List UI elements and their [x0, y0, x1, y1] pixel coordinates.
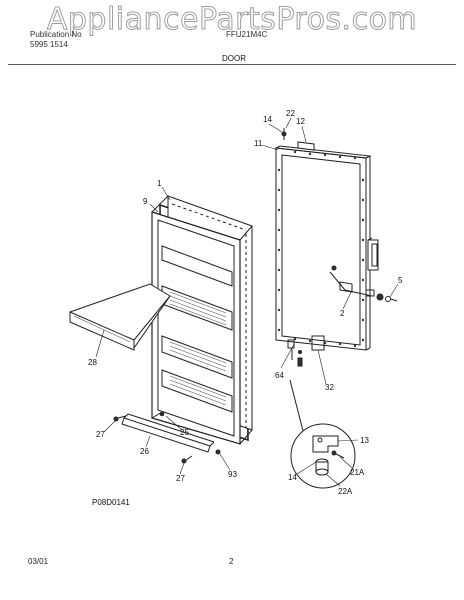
- callout-14-detail: 14: [288, 473, 297, 482]
- callout-64: 64: [275, 371, 284, 380]
- publication-label: Publication No: [30, 30, 82, 39]
- bottom-trim: [121, 413, 215, 453]
- callout-14-top: 14: [263, 115, 272, 124]
- hinge-detail-circle: [289, 379, 356, 489]
- callout-9: 9: [143, 197, 148, 206]
- leader-lines: [95, 117, 399, 487]
- footer-page-number: 2: [229, 557, 234, 566]
- publication-number: 5995 1514: [30, 40, 68, 49]
- callout-22a: 22A: [338, 487, 353, 496]
- figure-id: P08D0141: [92, 498, 130, 507]
- top-screw: [281, 128, 287, 140]
- callout-12: 12: [296, 117, 305, 126]
- callout-27-bottom: 27: [176, 474, 185, 483]
- model-number: FFU21M4C: [226, 30, 268, 39]
- callout-93: 93: [228, 470, 237, 479]
- door-shelves: [161, 245, 233, 413]
- callout-5: 5: [398, 276, 403, 285]
- footer-date: 03/01: [28, 557, 49, 566]
- callout-28: 28: [88, 358, 97, 367]
- lock-assembly: [329, 265, 398, 302]
- callout-27-left: 27: [96, 430, 105, 439]
- door-handle: [367, 237, 379, 271]
- loose-door-shelf: [69, 283, 171, 351]
- callout-2: 2: [340, 309, 345, 318]
- outer-door-panel: [274, 145, 372, 351]
- inner-door-liner: [151, 195, 253, 445]
- callout-21a: 21A: [350, 468, 365, 477]
- trim-screws: [113, 411, 221, 464]
- callout-25: 25: [180, 428, 189, 437]
- callout-labels: 1 9 11 12 14 22 5 2 64 32 28 27 25 26 27…: [88, 109, 403, 507]
- watermark: AppliancePartsPros.com: [46, 2, 418, 38]
- callout-22: 22: [286, 109, 295, 118]
- header-rule: [8, 64, 456, 65]
- callout-11: 11: [254, 139, 263, 148]
- callout-13: 13: [360, 436, 369, 445]
- section-title: DOOR: [222, 54, 246, 63]
- callout-26: 26: [140, 447, 149, 456]
- top-hinge-cover: [297, 141, 315, 151]
- callout-32: 32: [325, 383, 334, 392]
- callout-1: 1: [157, 179, 162, 188]
